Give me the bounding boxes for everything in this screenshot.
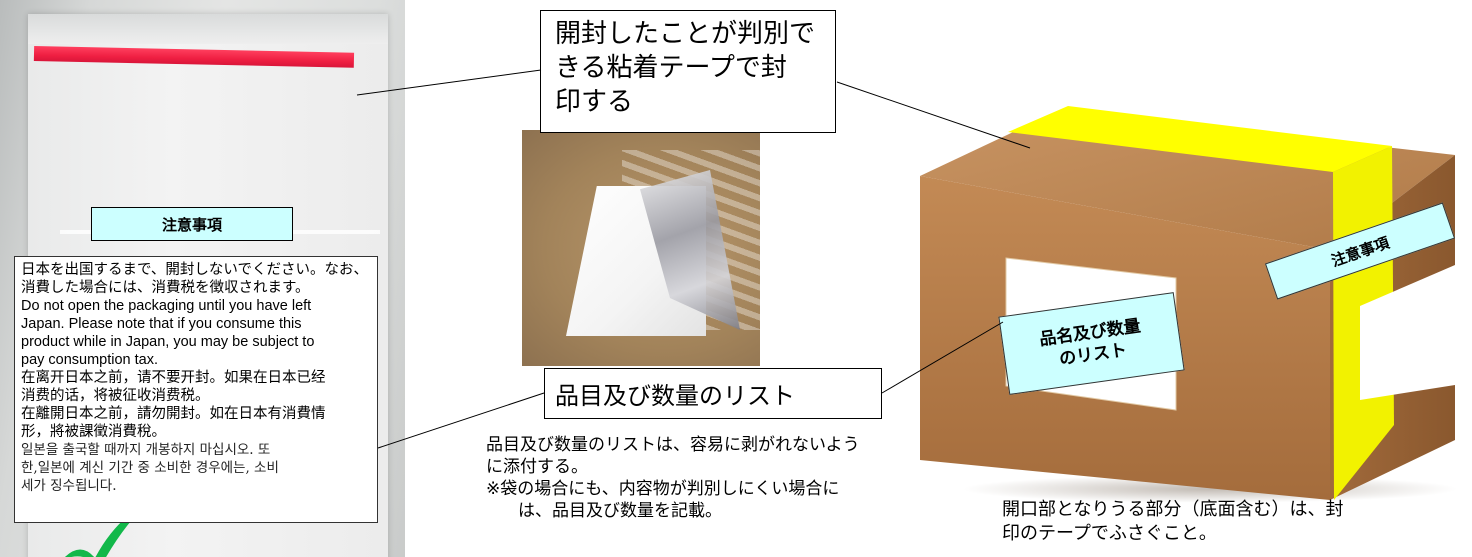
- instruction-line: は、品目及び数量を記載。: [518, 501, 722, 521]
- notice-line: product while in Japan, you may be subje…: [21, 334, 315, 350]
- item-list-instructions: 品目及び数量のリストは、容易に剥がれないよう に添付する。 ※袋の場合にも、内容…: [486, 434, 926, 522]
- caption-line: 印のテープでふさぐこと。: [1002, 523, 1217, 544]
- notice-line: 消费的话，将被征收消费税。: [21, 388, 210, 404]
- item-list-callout: 品目及び数量のリスト: [544, 368, 882, 419]
- caption-line: 開口部となりうる部分（底面含む）は、封: [1002, 499, 1344, 520]
- seal-tape-callout: 開封したことが判別で きる粘着テープで封 印する: [540, 10, 836, 133]
- instruction-line: に添付する。: [486, 457, 588, 477]
- notice-line: pay consumption tax.: [21, 352, 159, 368]
- notice-text-box: 日本を出国するまで、開封しないでください。なお、 消費した場合には、消費税を徴収…: [14, 256, 378, 523]
- notice-line-korean: 세가 징수됩니다.: [21, 478, 117, 494]
- instruction-line: 品目及び数量のリストは、容易に剥がれないよう: [486, 435, 860, 455]
- notice-line: Japan. Please note that if you consume t…: [21, 316, 302, 332]
- box-caption: 開口部となりうる部分（底面含む）は、封 印のテープでふさぐこと。: [1002, 498, 1382, 546]
- notice-line: 在離開日本之前，請勿開封。如在日本有消費情: [21, 406, 326, 422]
- notice-line-korean: 한,일본에 계신 기간 중 소비한 경우에는, 소비: [21, 460, 279, 476]
- notice-line: 消費した場合には、消費税を徴収されます。: [21, 280, 310, 296]
- seal-tape-photo: [522, 130, 760, 366]
- notice-line: 在离开日本之前，请不要开封。如果在日本已经: [21, 370, 326, 386]
- notice-line: 形，將被課徵消費稅。: [21, 424, 166, 440]
- bag-fold: [28, 14, 388, 44]
- bag-notice-label: 注意事項: [91, 207, 293, 241]
- cardboard-box: [920, 106, 1455, 500]
- notice-line-korean: 일본을 출국할 때까지 개봉하지 마십시오. 또: [21, 442, 271, 458]
- cardboard-box-illustration: [900, 80, 1460, 503]
- notice-line: Do not open the packaging until you have…: [21, 298, 312, 314]
- instruction-line: ※袋の場合にも、内容物が判別しにくい場合に: [486, 479, 840, 499]
- notice-line: 日本を出国するまで、開封しないでください。なお、: [21, 262, 368, 278]
